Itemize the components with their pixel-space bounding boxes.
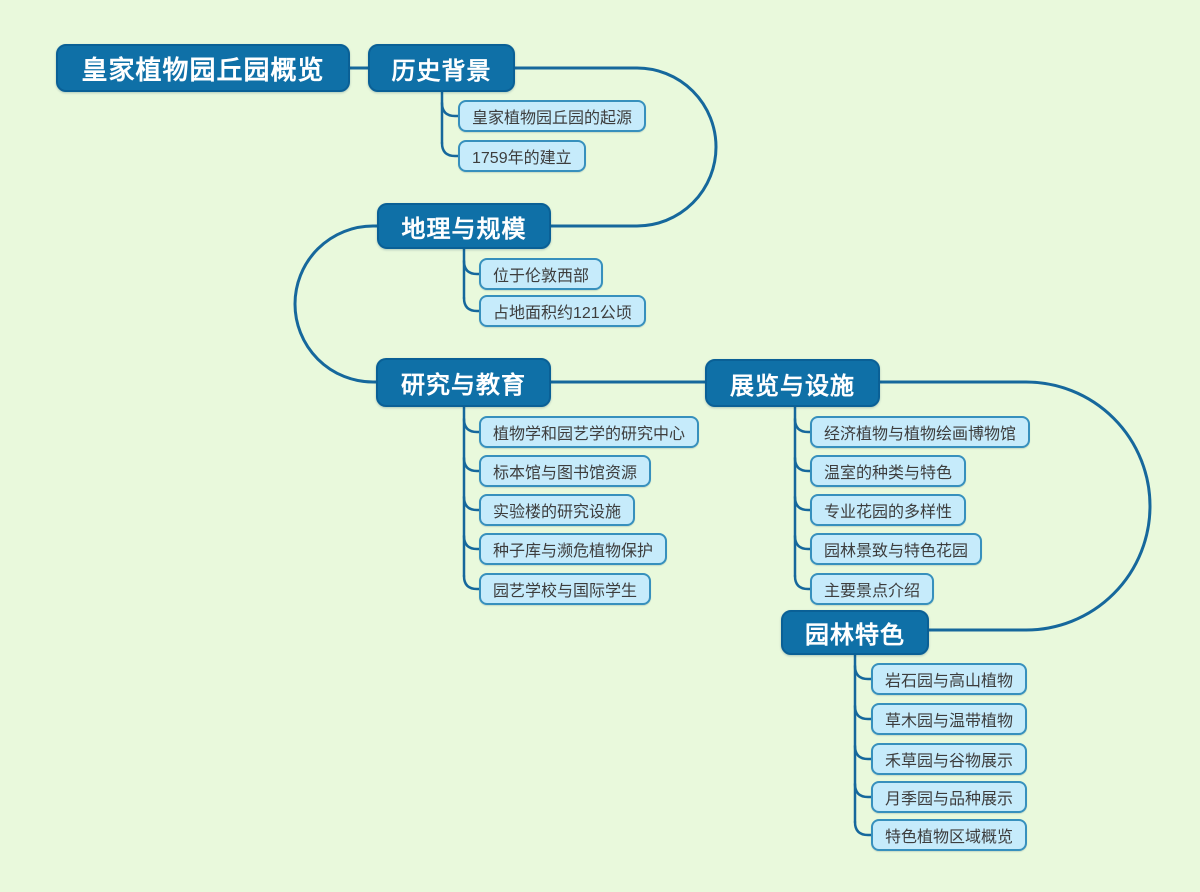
child-node-4-2[interactable]: 温室的种类与特色	[810, 455, 967, 487]
child-node-3-5[interactable]: 园艺学校与国际学生	[479, 573, 652, 605]
child-node-3-2[interactable]: 标本馆与图书馆资源	[479, 455, 652, 487]
child-node-3-4[interactable]: 种子库与濒危植物保护	[479, 533, 668, 565]
mindmap-root-node[interactable]: 皇家植物园丘园概览	[56, 44, 350, 92]
branch-node-4[interactable]: 展览与设施	[705, 359, 880, 407]
child-node-5-3[interactable]: 禾草园与谷物展示	[871, 743, 1028, 775]
branch-node-5[interactable]: 园林特色	[781, 610, 929, 655]
child-node-3-3[interactable]: 实验楼的研究设施	[479, 494, 636, 526]
child-node-1-1[interactable]: 皇家植物园丘园的起源	[458, 100, 647, 132]
child-node-2-2[interactable]: 占地面积约121公顷	[479, 295, 646, 327]
child-node-4-5[interactable]: 主要景点介绍	[810, 573, 935, 605]
child-node-4-4[interactable]: 园林景致与特色花园	[810, 533, 983, 565]
child-node-5-2[interactable]: 草木园与温带植物	[871, 703, 1028, 735]
branch-node-2[interactable]: 地理与规模	[377, 203, 551, 249]
child-node-4-3[interactable]: 专业花园的多样性	[810, 494, 967, 526]
child-node-4-1[interactable]: 经济植物与植物绘画博物馆	[810, 416, 1031, 448]
child-node-1-2[interactable]: 1759年的建立	[458, 140, 586, 172]
branch-node-3[interactable]: 研究与教育	[376, 358, 551, 407]
child-node-3-1[interactable]: 植物学和园艺学的研究中心	[479, 416, 700, 448]
child-node-5-4[interactable]: 月季园与品种展示	[871, 781, 1028, 813]
child-node-2-1[interactable]: 位于伦敦西部	[479, 258, 604, 290]
child-node-5-5[interactable]: 特色植物区域概览	[871, 819, 1028, 851]
child-node-5-1[interactable]: 岩石园与高山植物	[871, 663, 1028, 695]
branch-node-1[interactable]: 历史背景	[368, 44, 515, 92]
